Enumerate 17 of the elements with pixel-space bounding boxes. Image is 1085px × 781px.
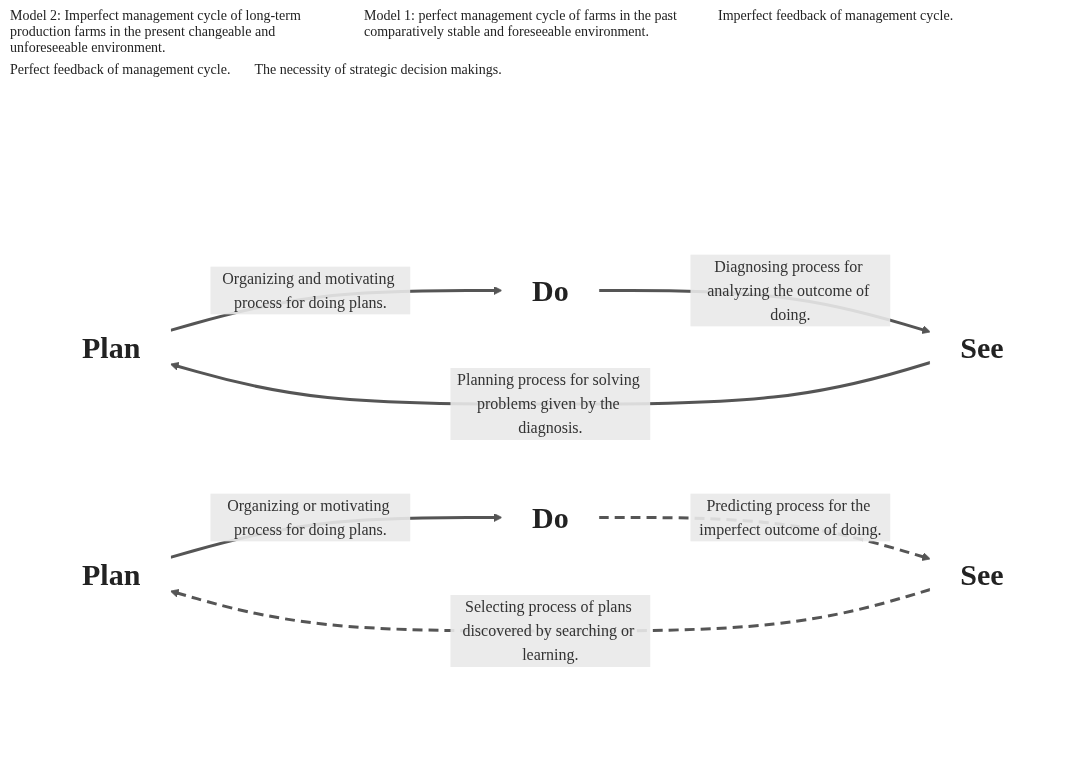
note-text: Model 2: Imperfect management cycle of long-term production farms in the present changeable and unforeseeable environment. [10,8,302,56]
edge-label: Selecting process of plans discovered by searching or learning. [462,598,634,663]
node-text: Do [531,501,569,534]
edge-label: Organizing or motivating process for doing plans. [226,496,390,538]
edge-label: Predicting process for the imperfect outcome of doing. [698,496,882,538]
node-text: See [960,330,1004,364]
note-text: Imperfect feedback of management cycle. [718,8,954,25]
edge-label: Planning process for solving problems given by the diagnosis. [456,371,640,436]
note-text: Model 1: perfect management cycle of farms in the past comparatively stable and foreseeable environment. [364,8,678,41]
node-text: Do [531,274,569,307]
node-text: Plan [81,330,141,364]
node-text: See [960,557,1004,591]
note-text: The necessity of strategic decision makings. [254,62,502,78]
note-text: Perfect feedback of management cycle. [10,62,231,78]
edge-label: Diagnosing process for analyzing the outcome of doing. [706,257,870,323]
edge-label: Organizing and motivating process for doing plans. [221,269,395,311]
node-text: Plan [81,557,141,591]
